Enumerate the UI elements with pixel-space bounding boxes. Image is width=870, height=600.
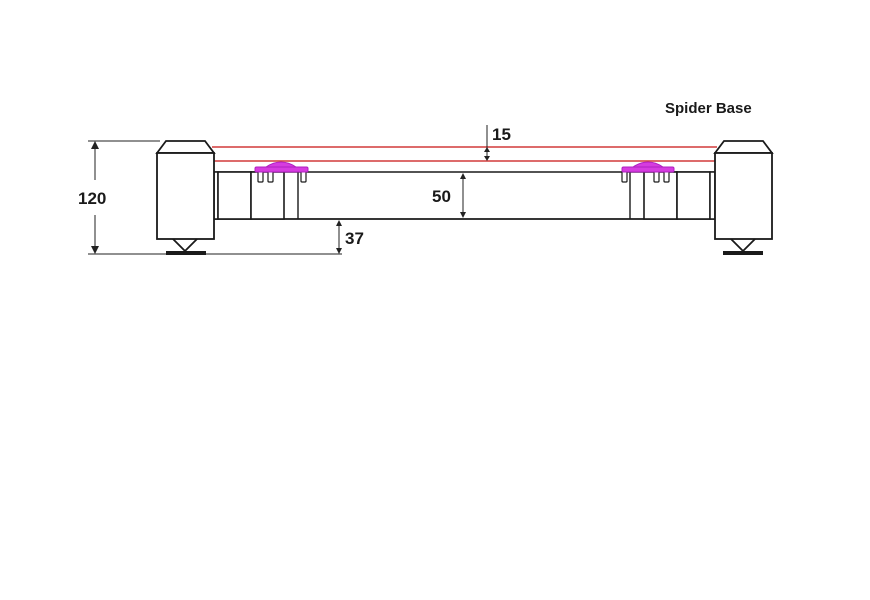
dimension-ground-clearance: 37: [336, 220, 364, 254]
diagram-title: Spider Base: [665, 100, 752, 117]
left-rail-clamp: [213, 170, 307, 220]
frame-rail: [214, 171, 715, 220]
dimension-label-120: 120: [78, 189, 106, 208]
dimension-top-gap: 15: [484, 125, 511, 161]
right-rail-clamp: [621, 170, 716, 220]
dimension-label-50: 50: [432, 187, 451, 206]
dimension-label-15: 15: [492, 125, 511, 144]
right-foot-plate: [723, 251, 763, 255]
dimension-frame-height: 50: [432, 173, 466, 218]
right-post: [713, 140, 774, 255]
right-coupler: [621, 161, 675, 173]
shelf-lines: [212, 146, 717, 162]
dimension-overall-height: 120: [78, 141, 106, 254]
left-post: [155, 140, 216, 255]
dimension-label-37: 37: [345, 229, 364, 248]
left-coupler: [254, 161, 309, 173]
reference-lines: [88, 140, 342, 255]
left-foot-plate: [166, 251, 206, 255]
